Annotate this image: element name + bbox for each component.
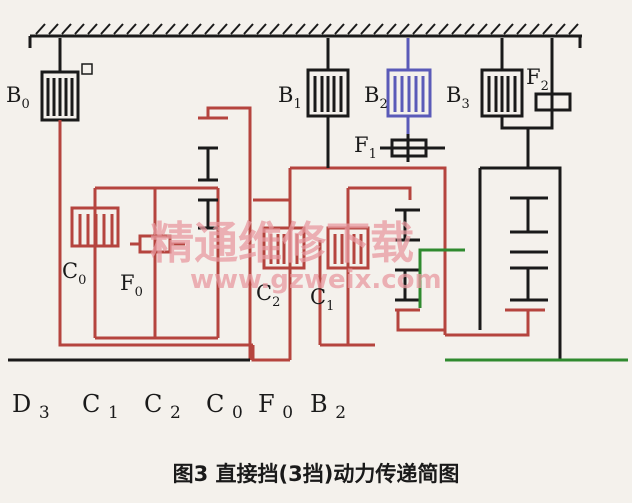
clutch-c2 [262, 226, 306, 270]
label-c0: C0 [62, 259, 86, 288]
label-b3: B3 [446, 83, 470, 112]
label-f0: F0 [120, 271, 143, 300]
active-power-path [58, 106, 545, 362]
clutch-f2 [526, 38, 572, 168]
output-shaft [418, 248, 628, 362]
front-planetary [198, 146, 218, 230]
engaged-element-f0: F 0 [258, 390, 293, 423]
brake-b3 [480, 38, 530, 140]
brake-b1 [306, 38, 350, 168]
watermark-line2: www.gzweix.com [190, 265, 442, 295]
engaged-elements-row: D 3 C 1 C 2 C 0 F 0 B 2 [12, 390, 346, 423]
brake-b2 [386, 38, 432, 140]
engaged-element-d3: D 3 [12, 390, 50, 423]
clutch-c1 [326, 226, 370, 270]
housing-ground [28, 23, 582, 48]
figure-caption: 图3 直接挡(3挡)动力传递简图 [173, 462, 460, 486]
clutch-c0 [70, 206, 120, 248]
clutch-f0 [130, 230, 185, 258]
brake-b0 [40, 38, 93, 122]
engaged-element-c2: C 2 [144, 390, 181, 423]
rear-planetary [395, 166, 562, 360]
label-b1: B1 [278, 83, 302, 112]
watermark-line1: 精通维修下载 [150, 218, 414, 269]
label-c1: C1 [310, 285, 334, 314]
label-f2: F2 [526, 65, 549, 94]
clutch-f1 [380, 134, 445, 162]
engaged-element-c0: C 0 [206, 390, 243, 423]
engaged-element-c1: C 1 [82, 390, 119, 423]
label-b2: B2 [364, 83, 388, 112]
engaged-element-b2: B 2 [310, 390, 346, 423]
label-c2: C2 [256, 281, 280, 310]
label-f1: F1 [354, 133, 377, 162]
label-b0: B0 [6, 83, 30, 112]
